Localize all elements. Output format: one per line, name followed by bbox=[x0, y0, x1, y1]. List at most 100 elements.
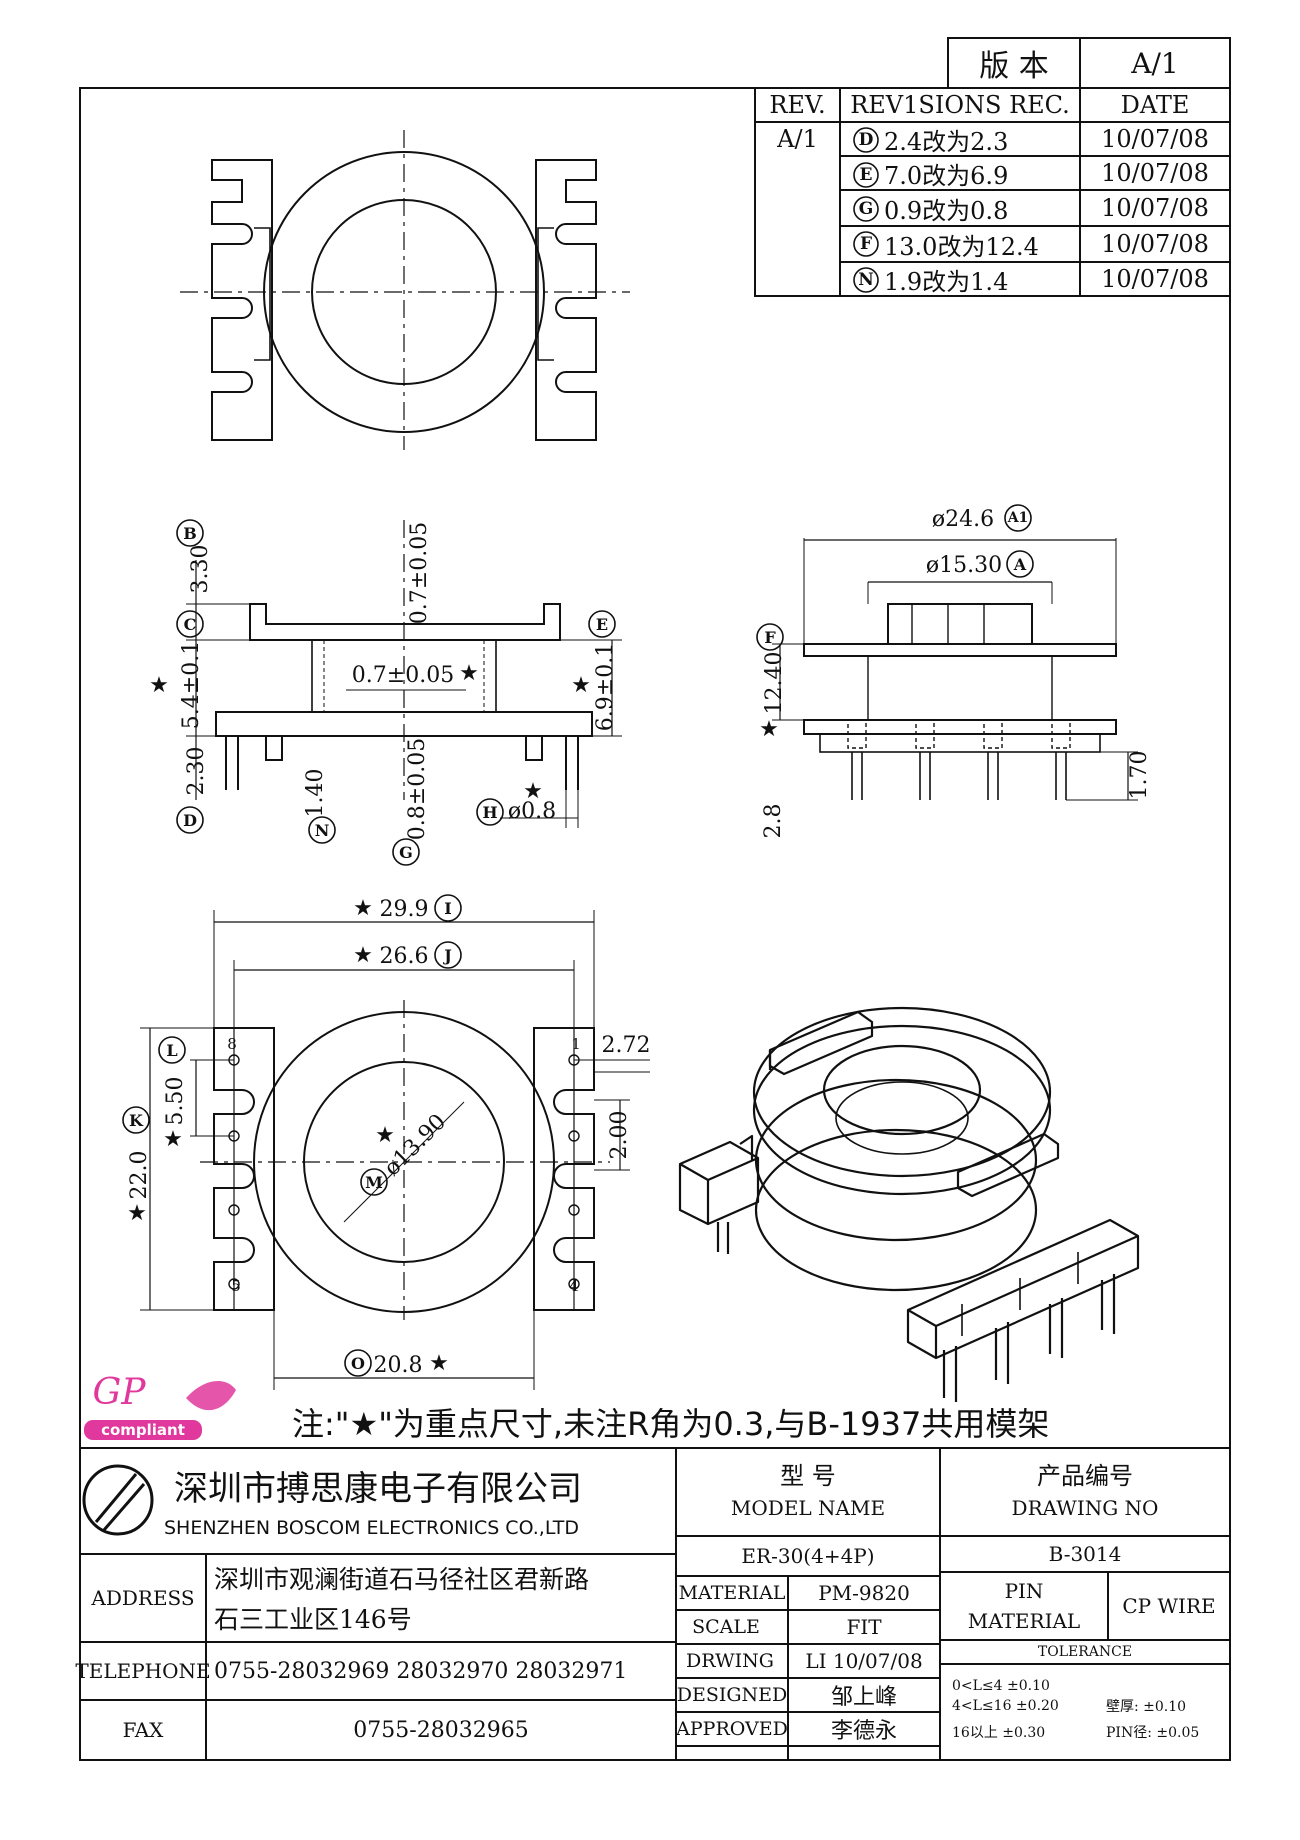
mark-k: K bbox=[129, 1110, 143, 1130]
dim-top-gap: 0.7±0.05 bbox=[406, 521, 432, 625]
revision-marks bbox=[853, 127, 879, 293]
mark-a1: A1 bbox=[1007, 510, 1029, 526]
side-view bbox=[186, 520, 622, 828]
drawing-label-cn: 产品编号 bbox=[1037, 1461, 1133, 1490]
pin-material-label-2: MATERIAL bbox=[967, 1609, 1081, 1633]
compliant-label: compliant bbox=[101, 1421, 185, 1439]
pin-label-1: 1 bbox=[571, 1035, 581, 1053]
title-block-grid bbox=[80, 1447, 1230, 1760]
rev-mark: G bbox=[858, 199, 874, 219]
dim-o: 20.8 bbox=[373, 1352, 423, 1378]
address-line-2: 石三工业区146号 bbox=[214, 1605, 412, 1634]
dim-a1: ø24.6 bbox=[931, 506, 995, 532]
rev-mark: E bbox=[859, 165, 873, 185]
tolerance-1: 0<L≤4 ±0.10 bbox=[952, 1678, 1050, 1694]
mark-i: I bbox=[444, 898, 452, 918]
dim-j: 26.6 bbox=[379, 943, 429, 969]
wall-tolerance: 壁厚: ±0.10 bbox=[1106, 1699, 1187, 1715]
version-value: A/1 bbox=[1131, 46, 1179, 80]
drwing-label: DRWING bbox=[686, 1650, 774, 1672]
rev-date: 10/07/08 bbox=[1101, 194, 1209, 222]
rev-text: 2.4改为2.3 bbox=[884, 127, 1009, 156]
model-value: ER-30(4+4P) bbox=[741, 1544, 875, 1568]
star: ★ bbox=[571, 672, 591, 698]
pin-label-5: 5 bbox=[231, 1277, 241, 1295]
dim-b: 3.30 bbox=[187, 544, 213, 594]
dim-c: 5.4±0.1 bbox=[178, 640, 204, 730]
model-label-cn: 型 号 bbox=[780, 1461, 836, 1490]
mark-o: O bbox=[351, 1353, 365, 1373]
rev-mark: F bbox=[859, 234, 873, 254]
pin-label-8: 8 bbox=[227, 1035, 237, 1053]
dim-f: 12.40 bbox=[761, 651, 787, 715]
material-label: MATERIAL bbox=[678, 1582, 786, 1604]
material-value: PM-9820 bbox=[818, 1581, 910, 1605]
rev-rec-header: REV1SIONS REC. bbox=[850, 91, 1070, 119]
drawing-note: 注:"★"为重点尺寸,未注R角为0.3,与B-1937共用模架 bbox=[292, 1405, 1050, 1443]
company-name-en: SHENZHEN BOSCOM ELECTRONICS CO.,LTD bbox=[164, 1517, 580, 1539]
address-label: ADDRESS bbox=[91, 1586, 195, 1610]
telephone-label: TELEPHONE bbox=[75, 1659, 211, 1683]
front-view bbox=[772, 538, 1138, 801]
mark-a: A bbox=[1013, 554, 1027, 574]
star: ★ bbox=[523, 778, 543, 804]
telephone-value: 0755-28032969 28032970 28032971 bbox=[214, 1658, 628, 1684]
dim-inner: 0.7±0.05 bbox=[351, 662, 455, 688]
star: ★ bbox=[127, 1200, 147, 1226]
fax-label: FAX bbox=[122, 1718, 164, 1742]
mark-l: L bbox=[166, 1040, 178, 1060]
mark-c: C bbox=[183, 614, 197, 634]
tolerance-label: TOLERANCE bbox=[1037, 1644, 1133, 1660]
drawing-value: B-3014 bbox=[1048, 1542, 1122, 1566]
mark-j: J bbox=[444, 945, 452, 965]
revision-table bbox=[754, 87, 1231, 297]
rev-text: 0.9改为0.8 bbox=[884, 196, 1009, 225]
dim-a: ø15.30 bbox=[925, 552, 1003, 578]
top-view bbox=[180, 130, 630, 450]
rev-mark: N bbox=[858, 270, 874, 290]
mark-m: M bbox=[365, 1172, 383, 1192]
star: ★ bbox=[163, 1126, 183, 1152]
pin-label-4: 4 bbox=[569, 1277, 579, 1295]
isometric-view bbox=[678, 1006, 1140, 1402]
rev-text: 13.0改为12.4 bbox=[884, 232, 1039, 261]
drawing-label-en: DRAWING NO bbox=[1011, 1496, 1159, 1520]
star: ★ bbox=[759, 716, 779, 742]
rev-date-header: DATE bbox=[1120, 91, 1190, 119]
mark-f: F bbox=[764, 627, 776, 647]
dim-w: 2.72 bbox=[601, 1032, 651, 1058]
rev-date: 10/07/08 bbox=[1101, 125, 1209, 153]
designed-value: 邹上峰 bbox=[830, 1685, 897, 1710]
star: ★ bbox=[149, 672, 169, 698]
fax-value: 0755-28032965 bbox=[353, 1717, 529, 1743]
model-label-en: MODEL NAME bbox=[730, 1496, 886, 1520]
mark-n: N bbox=[314, 820, 330, 840]
mark-d: D bbox=[183, 810, 197, 830]
dim-pin: 1.70 bbox=[1126, 750, 1152, 800]
tolerance-2: 4<L≤16 ±0.20 bbox=[952, 1698, 1059, 1714]
rev-date: 10/07/08 bbox=[1101, 230, 1209, 258]
rev-text: 1.9改为1.4 bbox=[884, 267, 1009, 296]
tolerance-3: 16以上 ±0.30 bbox=[952, 1725, 1046, 1741]
dim-p: 2.00 bbox=[606, 1110, 632, 1160]
gp-compliant-badge bbox=[84, 1380, 236, 1440]
dim-h: ø0.8 bbox=[507, 798, 557, 824]
star: ★ bbox=[375, 1122, 395, 1148]
dim-e: 6.9±0.1 bbox=[592, 642, 618, 732]
company-name-cn: 深圳市搏思康电子有限公司 bbox=[174, 1468, 582, 1509]
pin-dia-tolerance: PIN径: ±0.05 bbox=[1106, 1725, 1200, 1741]
rev-date: 10/07/08 bbox=[1101, 265, 1209, 293]
bottom-view bbox=[140, 910, 650, 1390]
dim-i: 29.9 bbox=[379, 896, 429, 922]
designed-label: DESIGNED bbox=[676, 1684, 788, 1706]
dim-d: 2.30 bbox=[183, 746, 209, 796]
approved-value: 李德永 bbox=[830, 1719, 897, 1744]
star: ★ bbox=[353, 895, 373, 921]
star: ★ bbox=[429, 1350, 449, 1376]
dim-g: 0.8±0.05 bbox=[404, 737, 430, 841]
rev-date: 10/07/08 bbox=[1101, 159, 1209, 187]
pin-material-label-1: PIN bbox=[1004, 1579, 1044, 1603]
version-label: 版 本 bbox=[979, 49, 1049, 84]
star: ★ bbox=[353, 942, 373, 968]
company-logo bbox=[82, 1464, 154, 1536]
